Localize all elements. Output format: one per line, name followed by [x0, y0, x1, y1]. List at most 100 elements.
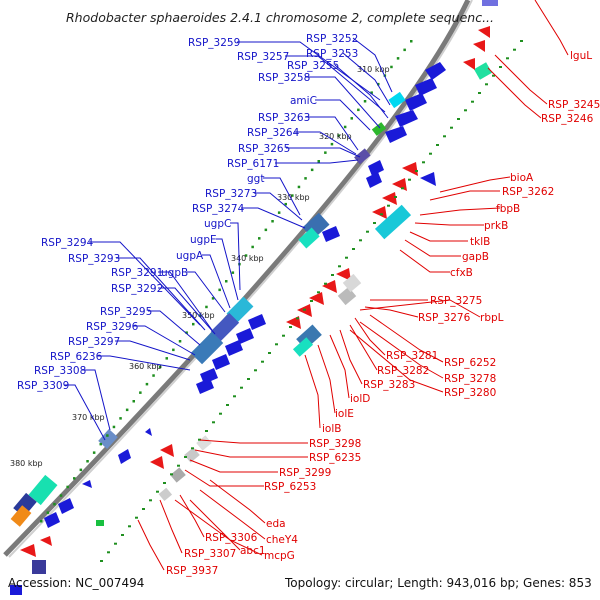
- gene-feature: [44, 512, 60, 528]
- scale-dot: [377, 82, 380, 86]
- gene-feature: [322, 226, 340, 242]
- scale-dot: [268, 352, 271, 354]
- gene-label: RSP_3294: [41, 237, 94, 249]
- gene-label: bioA: [510, 172, 534, 184]
- scale-dot: [390, 65, 393, 69]
- scale-dot: [107, 551, 110, 554]
- scale-dot: [205, 430, 208, 432]
- scale-dot: [163, 482, 166, 484]
- scale-dot: [185, 331, 188, 334]
- reverse-features: [20, 26, 493, 557]
- gene-label: RSP_6236: [50, 351, 103, 363]
- scale-dot: [156, 490, 159, 493]
- scale-dot: [443, 135, 446, 138]
- scale-dot: [297, 185, 301, 189]
- gene-label: ggt: [247, 173, 264, 185]
- gene-feature: [210, 312, 240, 342]
- scale-dot: [145, 382, 149, 386]
- scale-dot: [271, 220, 274, 223]
- scale-dot: [506, 57, 509, 60]
- gene-feature: [309, 292, 324, 305]
- gene-label: RSP_3262: [502, 186, 554, 198]
- scale-dot: [317, 160, 320, 163]
- scale-dot: [471, 100, 474, 103]
- scale-dot: [198, 438, 201, 441]
- kbp-tick-label: 310 kbp: [357, 65, 390, 74]
- kbp-tick-label: 330 kbp: [277, 193, 310, 202]
- scale-dot: [291, 194, 294, 197]
- gene-feature: [226, 296, 254, 324]
- gene-feature: [58, 498, 74, 514]
- gene-label: eda: [266, 518, 286, 530]
- gene-label: mcpG: [264, 550, 295, 562]
- scale-dot: [359, 239, 362, 242]
- scale-dot: [66, 485, 69, 489]
- scale-dot: [343, 125, 347, 129]
- chromosome-backbone-shadow: [8, 0, 473, 558]
- gene-label: RSP_3306: [205, 532, 258, 544]
- scale-dot: [304, 177, 307, 180]
- scale-dot: [387, 204, 390, 207]
- gene-feature: [342, 273, 362, 293]
- gene-feature: [184, 447, 200, 463]
- scale-dot: [403, 48, 406, 52]
- gene-label: RSP_6253: [264, 481, 316, 493]
- gene-feature: [337, 286, 357, 306]
- scale-dot: [396, 57, 400, 60]
- scale-dot: [485, 83, 488, 86]
- scale-dot: [125, 408, 129, 412]
- gene-feature: [395, 110, 418, 127]
- gene-label: tklB: [470, 236, 490, 248]
- scale-dot: [303, 308, 306, 311]
- gene-label: fbpB: [496, 203, 520, 215]
- gene-feature: [415, 78, 437, 96]
- scale-dot: [192, 322, 195, 326]
- gene-feature: [473, 40, 485, 52]
- kbp-ticks: 310 kbp 320 kbp 330 kbp 340 kbp 350 kbp …: [10, 65, 390, 468]
- gene-label: RSP_3281: [386, 350, 438, 362]
- gene-label: RSP_3275: [430, 295, 482, 307]
- gene-feature: [236, 328, 254, 344]
- scale-dot: [499, 66, 502, 68]
- kbp-tick-label: 340 kbp: [231, 254, 264, 263]
- scale-dot: [251, 245, 254, 249]
- gene-label: ugpA: [176, 250, 204, 262]
- gene-feature: [160, 444, 174, 457]
- scale-dot: [219, 412, 222, 415]
- scale-dot: [275, 343, 278, 346]
- scale-dot: [429, 152, 432, 155]
- gene-feature: [368, 160, 384, 176]
- forward-leader-lines: [64, 37, 393, 441]
- gene-feature: [463, 58, 475, 70]
- gene-feature: [190, 331, 224, 365]
- gene-feature: [292, 337, 314, 357]
- gene-feature: [28, 474, 58, 506]
- gene-label: RSP_3278: [444, 373, 496, 385]
- gene-feature: [196, 435, 212, 451]
- scale-dot: [225, 280, 228, 283]
- gene-label: RSP_3308: [34, 365, 86, 377]
- gene-feature: [158, 487, 173, 502]
- scale-dots: [40, 40, 523, 562]
- scale-dot: [139, 391, 142, 394]
- scale-dot: [464, 109, 467, 112]
- gene-feature: [118, 449, 131, 464]
- gene-feature: [371, 122, 387, 136]
- gene-label: RSP_3297: [68, 336, 120, 348]
- gene-label: RSP_3258: [258, 72, 310, 84]
- scale-dot: [345, 256, 348, 259]
- scale-dot: [310, 300, 313, 302]
- scale-dot: [258, 237, 261, 240]
- gene-label: RSP_3309: [17, 380, 69, 392]
- gene-label: RSP_3292: [111, 283, 163, 295]
- gene-label: prkB: [484, 220, 508, 232]
- scale-dot: [363, 100, 367, 103]
- accession-text: Accession: NC_007494: [8, 576, 144, 590]
- scale-dot: [86, 460, 89, 463]
- scale-dot: [218, 288, 221, 292]
- gene-feature: [98, 429, 118, 449]
- scale-dot: [244, 254, 248, 257]
- scale-dot: [191, 447, 194, 450]
- gene-feature: [382, 192, 397, 205]
- gene-label: RSP_3257: [237, 51, 289, 63]
